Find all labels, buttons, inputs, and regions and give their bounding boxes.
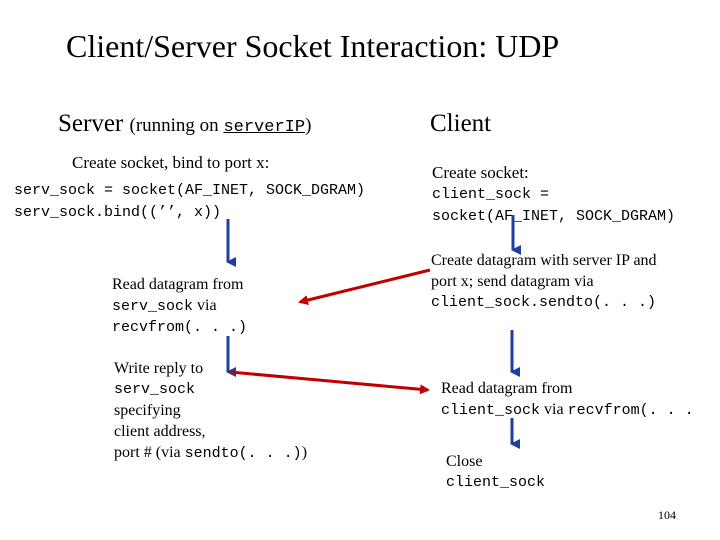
client-sock-code: client_sock bbox=[441, 402, 541, 419]
client-create-socket-label: Create socket: bbox=[432, 163, 529, 182]
server-heading-note-prefix: (running on bbox=[129, 115, 224, 136]
client-create-socket-code: client_sock = socket(AF_INET, SOCK_DGRAM… bbox=[432, 184, 675, 228]
client-close-label: Close bbox=[446, 453, 483, 470]
server-reply-sock-code: serv_sock bbox=[114, 381, 196, 398]
server-socket-line: serv_sock = socket(AF_INET, SOCK_DGRAM) bbox=[14, 182, 366, 199]
server-read-via: via bbox=[193, 297, 217, 314]
request-message-arrow bbox=[298, 268, 431, 305]
server-reply-line2: specifying bbox=[114, 402, 181, 419]
client-send-line1: Create datagram with server IP and bbox=[431, 252, 657, 269]
server-reply-line4-prefix: port # (via bbox=[114, 444, 185, 461]
client-sendto-code: client_sock.sendto(. . .) bbox=[431, 294, 657, 311]
server-heading-note-suffix: ) bbox=[305, 115, 312, 136]
server-reply-line4-suffix: ) bbox=[301, 444, 308, 461]
client-socket-line1: client_sock = bbox=[432, 186, 550, 203]
server-heading-label: Server bbox=[58, 110, 124, 137]
server-heading: Server (running on serverIP) bbox=[58, 110, 311, 138]
client-socket-line2: socket(AF_INET, SOCK_DGRAM) bbox=[432, 208, 676, 225]
server-create-socket-code: serv_sock = socket(AF_INET, SOCK_DGRAM) … bbox=[14, 180, 365, 224]
server-read-line1: Read datagram from bbox=[112, 276, 244, 293]
server-recvfrom-code: recvfrom(. . .) bbox=[112, 319, 248, 336]
client-send-line2: port x; send datagram via bbox=[431, 273, 594, 290]
client-read-datagram: Read datagram from client_sock via recvf… bbox=[441, 378, 694, 421]
server-sock-code: serv_sock bbox=[112, 298, 194, 315]
client-close: Close client_sock bbox=[446, 451, 545, 493]
client-read-line1: Read datagram from bbox=[441, 380, 573, 397]
slide-title: Client/Server Socket Interaction: UDP bbox=[66, 28, 560, 64]
server-bind-line: serv_sock.bind((’’, x)) bbox=[14, 204, 222, 221]
server-write-reply: Write reply to serv_sock specifying clie… bbox=[114, 358, 307, 464]
client-read-via: via bbox=[540, 401, 568, 418]
client-recvfrom-code: recvfrom(. . . bbox=[567, 402, 694, 419]
server-reply-line3: client address, bbox=[114, 423, 206, 440]
client-heading: Client bbox=[430, 110, 492, 137]
client-close-code: client_sock bbox=[446, 474, 546, 491]
server-sendto-code: sendto(. . .) bbox=[184, 445, 302, 462]
reply-message-arrow bbox=[229, 370, 430, 395]
server-ip-code: serverIP bbox=[223, 118, 306, 137]
server-create-socket-label: Create socket, bind to port x: bbox=[72, 153, 270, 172]
server-read-datagram: Read datagram from serv_sock via recvfro… bbox=[112, 274, 247, 338]
page-number: 104 bbox=[658, 508, 676, 522]
client-send-datagram: Create datagram with server IP and port … bbox=[431, 250, 657, 313]
server-reply-line1: Write reply to bbox=[114, 360, 204, 377]
